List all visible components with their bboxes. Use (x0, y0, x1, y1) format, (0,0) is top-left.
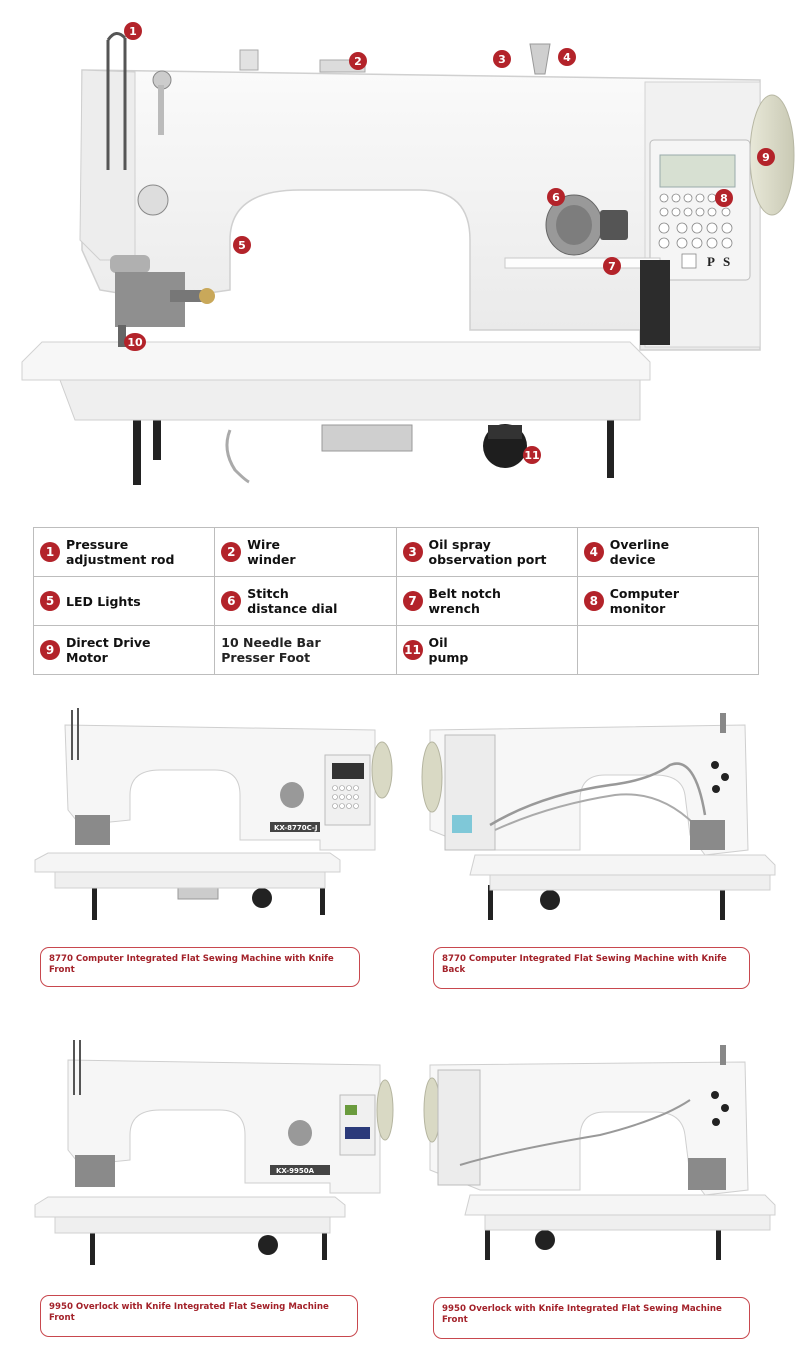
legend-label: LED Lights (66, 593, 141, 609)
caption-8770-front: 8770 Computer Integrated Flat Sewing Mac… (40, 947, 360, 987)
model-label-9950: KX-9950A (276, 1167, 315, 1175)
callout-2: 2 (349, 52, 367, 70)
legend-number: 3 (402, 542, 423, 562)
thumb-9950-front: KX-9950A (34, 1040, 394, 1265)
legend-number: 4 (583, 542, 604, 562)
legend-number: 8 (583, 591, 604, 611)
callout-5: 5 (233, 236, 251, 254)
legend-number: 2 (221, 542, 242, 562)
callout-9: 9 (757, 148, 775, 166)
model-label-8770: KX-8770C-J (274, 824, 317, 832)
thumb-8770-front: KX-8770C-J (34, 708, 393, 920)
legend-number: 7 (402, 591, 423, 611)
legend-number: 9 (40, 640, 60, 660)
thumb-9950-back (423, 1045, 776, 1260)
callout-11: 11 (523, 446, 541, 464)
panel-key-p[interactable]: P (707, 254, 715, 269)
hero-machine-image: P S 1 2 3 4 5 6 7 8 9 10 11 (0, 0, 800, 500)
callout-3: 3 (493, 50, 511, 68)
legend-number: 1 (40, 542, 60, 562)
legend-number: 5 (40, 591, 60, 611)
callout-4: 4 (558, 48, 576, 66)
caption-8770-back: 8770 Computer Integrated Flat Sewing Mac… (433, 947, 750, 989)
sewing-machine-illustration: P S (21, 32, 795, 485)
callout-1: 1 (124, 22, 142, 40)
panel-key-s[interactable]: S (723, 254, 730, 269)
thumb-8770-back (421, 713, 776, 920)
callout-7: 7 (603, 257, 621, 275)
legend-cell: 5 LED Lights (32, 576, 216, 626)
legend-number: 11 (402, 640, 423, 660)
legend-number: 6 (221, 591, 242, 611)
callout-6: 6 (547, 188, 565, 206)
callout-8: 8 (715, 189, 733, 207)
callout-10: 10 (124, 333, 146, 351)
legend-cell-empty (576, 625, 760, 675)
caption-9950-front-1: 9950 Overlock with Knife Integrated Flat… (40, 1295, 358, 1337)
caption-9950-front-2: 9950 Overlock with Knife Integrated Flat… (433, 1297, 750, 1339)
